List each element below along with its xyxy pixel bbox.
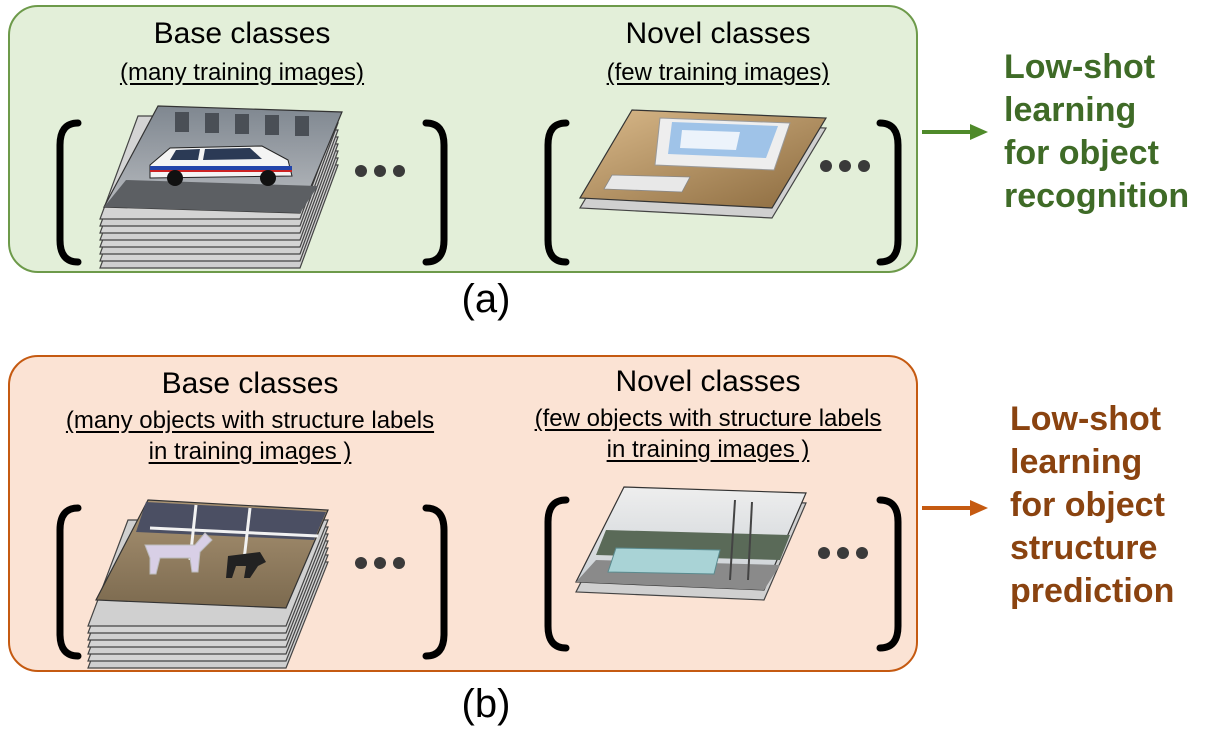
panel-a-base-sub: (many training images) [119, 59, 365, 86]
panel-b-novel-sub-2: in training images ) [606, 436, 810, 463]
panel-b-base-ellipsis [355, 557, 405, 569]
result-b-line-5: prediction [1010, 572, 1175, 610]
caption-b: (b) [461, 682, 511, 726]
panel-b-novel-sub-1: (few objects with structure labels [534, 405, 882, 432]
result-a-line-4: recognition [1004, 177, 1190, 215]
panel-a-novel-ellipsis [820, 160, 870, 172]
panel-a-result-label: Low-shot learning for object recognition [1004, 46, 1189, 218]
result-b-line-2: learning [1010, 443, 1143, 481]
result-b-line-1: Low-shot [1010, 400, 1162, 438]
caption-a: (a) [461, 277, 511, 321]
panel-a-novel-title: Novel classes [625, 17, 811, 50]
panel-b-novel-title: Novel classes [615, 365, 801, 398]
result-a-line-2: learning [1004, 91, 1137, 129]
result-b-line-3: for object [1010, 486, 1165, 524]
panel-b-base-title: Base classes [161, 367, 339, 400]
panel-b-result-label: Low-shot learning for object structure p… [1010, 398, 1174, 613]
panel-a-base-title: Base classes [153, 17, 331, 50]
panel-a-novel-sub: (few training images) [606, 59, 830, 86]
panel-b-novel-brackets [544, 496, 902, 652]
result-a-line-3: for object [1004, 134, 1159, 172]
panel-b-base-sub-1: (many objects with structure labels [65, 407, 435, 434]
panel-b-novel-ellipsis [818, 547, 868, 559]
panel-a-base-ellipsis [355, 165, 405, 177]
animals-photo [95, 499, 329, 609]
result-b-line-4: structure [1010, 529, 1158, 567]
panel-a-arrow [922, 124, 988, 140]
bus-photo [575, 486, 807, 591]
panel-b-base-brackets [56, 504, 448, 660]
result-a-line-1: Low-shot [1004, 48, 1156, 86]
panel-b-arrow [922, 500, 988, 516]
police-car-photo [103, 105, 343, 214]
panel-b-base-sub-2: in training images ) [148, 438, 352, 465]
computer-photo [578, 109, 828, 209]
panel-a-base-brackets [56, 119, 448, 266]
panel-a-novel-brackets [544, 119, 902, 266]
